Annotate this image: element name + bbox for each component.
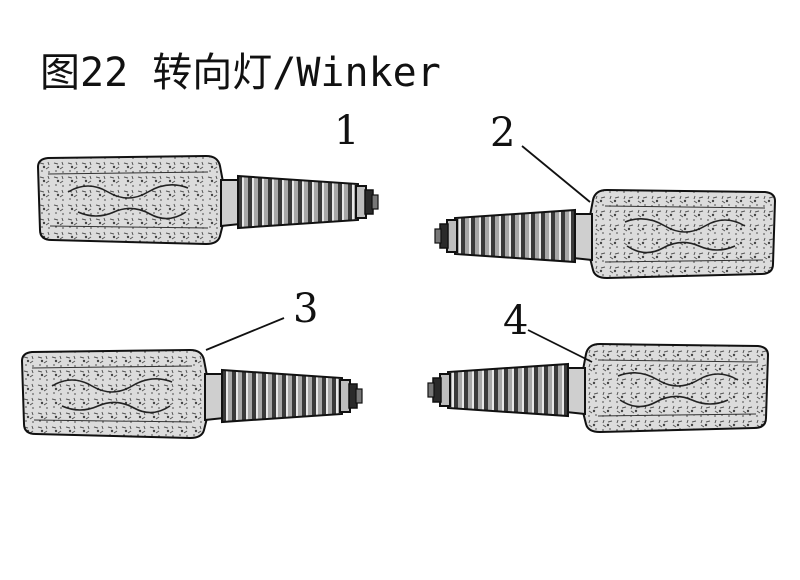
leader-line-2 [521, 145, 591, 203]
callout-1: 1 [334, 108, 359, 154]
winker-part-2 [434, 189, 776, 279]
figure-title: 图22 转向灯/Winker [40, 50, 441, 96]
leader-line-3 [205, 317, 285, 351]
winker-part-1 [37, 155, 379, 245]
winker-part-4 [427, 343, 769, 433]
leader-line-4 [527, 329, 593, 363]
callout-3: 3 [293, 286, 318, 332]
callout-2: 2 [490, 110, 515, 156]
winker-part-3 [21, 349, 363, 439]
callout-4: 4 [503, 298, 528, 344]
